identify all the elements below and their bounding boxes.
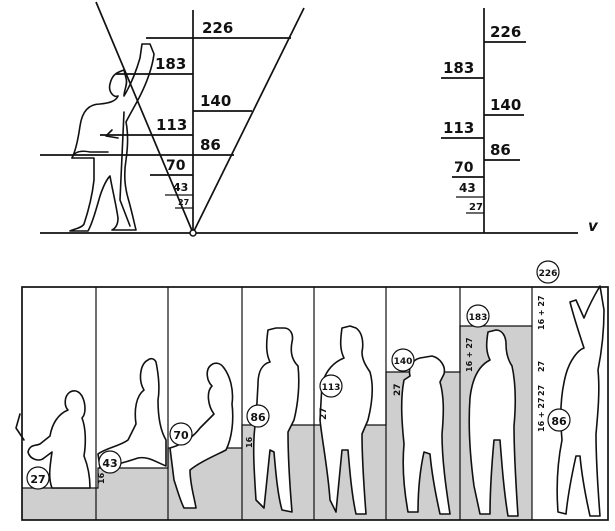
vertical-label-16-27c: 16 + 27 — [537, 397, 546, 432]
r-label-113: 113 — [443, 119, 474, 137]
r-label-43: 43 — [459, 181, 476, 195]
circled-height-27: 27 — [26, 466, 50, 490]
vertical-label-27d: 27 — [537, 385, 546, 396]
r-label-27: 27 — [469, 202, 483, 213]
r-label-70: 70 — [454, 160, 474, 176]
posture-figure-arm-raised — [556, 285, 605, 517]
r-label-183: 183 — [443, 59, 474, 77]
posture-figure-leaning — [252, 327, 300, 513]
posture-figure-low-stool — [97, 357, 167, 469]
posture-figure-counter — [319, 325, 373, 515]
circled-height-183: 183 — [466, 304, 490, 328]
vertical-label-16b: 16 — [245, 436, 254, 448]
circled-height-86: 86 — [246, 404, 270, 428]
vertical-label-27b: 27 — [393, 383, 403, 396]
svg-text:43: 43 — [102, 457, 117, 470]
r-label-140: 140 — [490, 96, 521, 114]
label-183: 183 — [155, 55, 186, 73]
r-label-86: 86 — [490, 141, 511, 159]
circled-height-140: 140 — [391, 348, 415, 372]
label-113: 113 — [156, 116, 187, 134]
vertical-label-27c: 27 — [537, 361, 546, 372]
svg-text:226: 226 — [539, 269, 558, 279]
modulor-spiral — [119, 111, 131, 227]
svg-text:70: 70 — [173, 429, 189, 442]
posture-figure-standing — [468, 329, 519, 517]
circled-height-226: 226 — [536, 260, 560, 284]
circled-height-86-right: 86 — [547, 408, 571, 432]
circled-height-43: 43 — [98, 450, 122, 474]
svg-text:27: 27 — [30, 473, 45, 486]
origin-point — [189, 229, 197, 237]
posture-figure-shelf — [400, 355, 451, 515]
svg-text:86: 86 — [551, 415, 567, 428]
bottom-postures-panel: 27 43 70 86 113 140 183 226 — [15, 260, 609, 521]
label-226: 226 — [202, 19, 233, 37]
posture-figure-floor-sitting — [27, 390, 91, 489]
top-right-scale: 226 183 140 113 86 70 43 27 v — [441, 8, 599, 235]
circled-height-113: 113 — [319, 374, 343, 398]
r-label-226: 226 — [490, 23, 521, 41]
svg-text:86: 86 — [250, 411, 266, 424]
vertical-label-16-27a: 16 + 27 — [465, 337, 474, 372]
posture-hand — [15, 413, 25, 441]
modulor-arm — [71, 150, 109, 159]
svg-text:183: 183 — [469, 313, 488, 323]
label-140: 140 — [200, 92, 231, 110]
label-43: 43 — [173, 181, 188, 194]
svg-text:140: 140 — [394, 357, 413, 367]
vertical-label-16: 16 — [97, 472, 106, 484]
vertical-label-16-27b: 16 + 27 — [537, 295, 546, 330]
axis-v-label: v — [588, 217, 599, 235]
svg-text:113: 113 — [322, 383, 341, 393]
panel-frame — [21, 286, 609, 521]
label-27: 27 — [178, 198, 189, 207]
label-70: 70 — [166, 158, 186, 174]
modulor-hand — [105, 129, 119, 139]
top-left-modulor-diagram: 226 183 140 113 86 70 43 27 — [40, 1, 578, 237]
label-86: 86 — [200, 136, 221, 154]
modulor-man-figure — [69, 43, 155, 232]
v-right-line — [192, 7, 305, 234]
vertical-label-27a: 27 — [319, 407, 329, 420]
posture-figure-chair — [169, 362, 234, 509]
circled-height-70: 70 — [169, 422, 193, 446]
